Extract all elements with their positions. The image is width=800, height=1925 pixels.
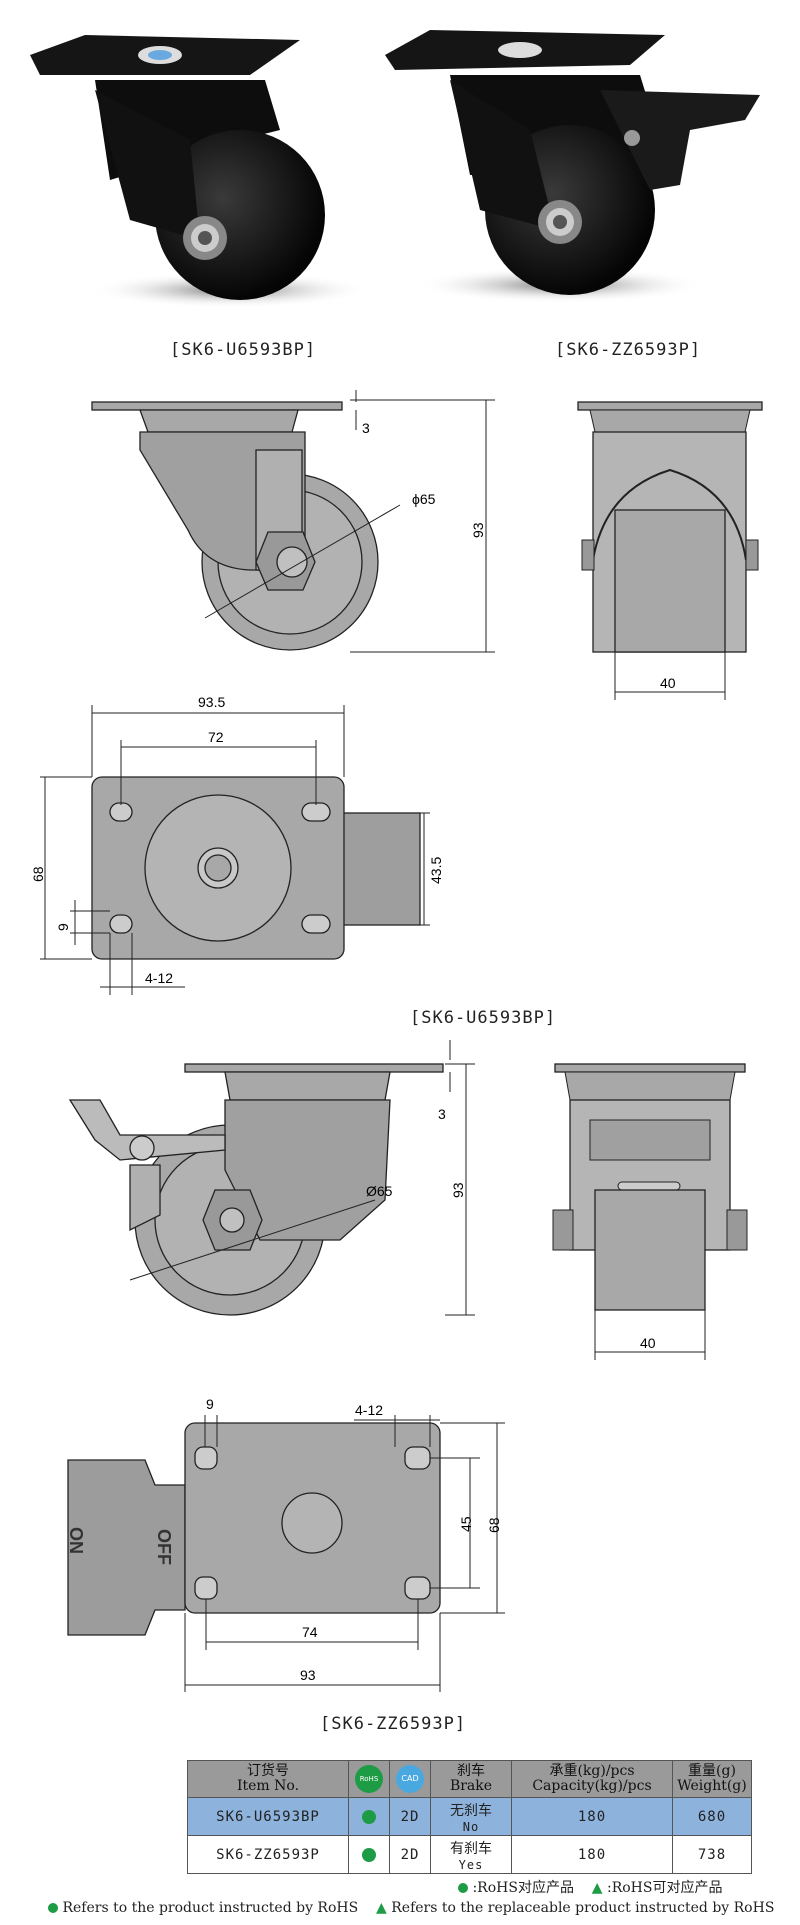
header-capacity: 承重(kg)/pcs Capacity(kg)/pcs bbox=[511, 1760, 673, 1798]
cell-brake-cn: 有刹车 bbox=[450, 1840, 492, 1857]
header-weight-en: Weight(g) bbox=[677, 1778, 747, 1794]
caster-photo-brake bbox=[385, 30, 760, 303]
cell-capacity: 180 bbox=[511, 1835, 673, 1874]
header-weight: 重量(g) Weight(g) bbox=[672, 1760, 752, 1798]
cell-brake: 有刹车 Yes bbox=[430, 1835, 512, 1874]
cad-icon: CAD bbox=[396, 1765, 424, 1793]
cell-brake: 无刹车 No bbox=[430, 1797, 512, 1836]
dim-hole-spacing-x-2: 74 bbox=[302, 1624, 318, 1640]
legend-replace-en: Refers to the replaceable product instru… bbox=[391, 1900, 775, 1916]
header-rohs: RoHS bbox=[348, 1760, 390, 1798]
cell-weight: 680 bbox=[672, 1797, 752, 1836]
table-header: 订货号 Item No. RoHS CAD 刹车 Brake 承重(kg)/pc… bbox=[187, 1760, 752, 1798]
front-wheel bbox=[614, 509, 726, 653]
header-cad: CAD bbox=[389, 1760, 431, 1798]
legend-rohs-en: Refers to the product instructed by RoHS bbox=[62, 1900, 359, 1916]
dim-plate-length-2: 93 bbox=[300, 1667, 316, 1683]
dim-hole-offset: 9 bbox=[55, 923, 71, 931]
brake-pedal bbox=[67, 1459, 186, 1636]
drawing-brake-top-view: OFF ON 9 4-12 45 68 74 93 bbox=[66, 1396, 505, 1692]
spec-table: 订货号 Item No. RoHS CAD 刹车 Brake 承重(kg)/pc… bbox=[187, 1760, 752, 1874]
cell-rohs bbox=[348, 1797, 390, 1836]
dim-height: 93 bbox=[470, 522, 486, 538]
legend-replace-cn: :RoHS可对应产品 bbox=[607, 1880, 723, 1896]
cell-rohs bbox=[348, 1835, 390, 1874]
cell-cad: 2D bbox=[389, 1835, 431, 1874]
top-plate bbox=[91, 401, 343, 411]
header-cap-en: Capacity(kg)/pcs bbox=[532, 1778, 652, 1794]
dim-hole-spacing-y-2: 45 bbox=[458, 1516, 474, 1532]
header-weight-cn: 重量(g) bbox=[688, 1763, 736, 1779]
front-wheel-brake bbox=[594, 1189, 706, 1311]
rohs-dot-icon bbox=[362, 1847, 376, 1862]
dim-wheel-width: 40 bbox=[660, 675, 676, 691]
dim-wheel-width-2: 40 bbox=[640, 1335, 656, 1351]
drawing-fixed-side-views: 3 ϕ65 93 40 bbox=[91, 390, 763, 700]
legend-rohs-cn: :RoHS对应产品 bbox=[472, 1880, 574, 1896]
legend-cn: :RoHS对应产品 ▲ :RoHS可对应产品 bbox=[458, 1877, 723, 1897]
dim-plate-thickness: 3 bbox=[362, 420, 370, 436]
header-brake: 刹车 Brake bbox=[430, 1760, 512, 1798]
rohs-icon: RoHS bbox=[355, 1765, 383, 1793]
caster-photo-fixed bbox=[30, 35, 370, 308]
cell-brake-cn: 无刹车 bbox=[450, 1802, 492, 1819]
header-cap-cn: 承重(kg)/pcs bbox=[549, 1763, 635, 1779]
dim-height-2: 93 bbox=[450, 1182, 466, 1198]
dim-hole-spacing-x: 72 bbox=[208, 729, 224, 745]
rohs-dot-icon bbox=[362, 1809, 376, 1824]
photo-caption-right: [SK6-ZZ6593P] bbox=[555, 340, 702, 360]
cell-item: SK6-ZZ6593P bbox=[187, 1835, 349, 1874]
header-brake-en: Brake bbox=[449, 1778, 493, 1794]
table-row: SK6-U6593BP 2D 无刹车 No 180 680 bbox=[187, 1797, 752, 1836]
rohs-triangle-icon: ▲ bbox=[591, 1880, 603, 1896]
rohs-triangle-icon: ▲ bbox=[376, 1900, 387, 1916]
cell-weight: 738 bbox=[672, 1835, 752, 1874]
header-brake-cn: 刹车 bbox=[457, 1763, 485, 1779]
cell-cad: 2D bbox=[389, 1797, 431, 1836]
dim-wheel-dia: ϕ65 bbox=[412, 491, 436, 507]
dim-slot-size-2: 4-12 bbox=[355, 1402, 383, 1418]
dim-plate-length: 93.5 bbox=[198, 695, 225, 710]
photo-caption-left: [SK6-U6593BP] bbox=[170, 340, 317, 360]
drawing1-caption: [SK6-U6593BP] bbox=[410, 1008, 557, 1028]
dim-hole-offset-2: 9 bbox=[206, 1396, 214, 1412]
cell-item: SK6-U6593BP bbox=[187, 1797, 349, 1836]
product-photos bbox=[30, 30, 760, 308]
cell-capacity: 180 bbox=[511, 1797, 673, 1836]
dim-plate-width-2: 68 bbox=[486, 1517, 502, 1533]
drawing-fixed-top-view: 93.5 72 68 43.5 9 4-12 bbox=[30, 695, 444, 995]
dim-hole-spacing-y: 43.5 bbox=[428, 857, 444, 884]
header-item-cn: 订货号 bbox=[247, 1763, 289, 1779]
cell-brake-en: No bbox=[462, 1819, 480, 1834]
dim-slot-size: 4-12 bbox=[145, 970, 173, 986]
rohs-dot-icon bbox=[458, 1883, 468, 1893]
brake-on-label: ON bbox=[66, 1527, 86, 1554]
cell-brake-en: Yes bbox=[458, 1857, 484, 1872]
header-item: 订货号 Item No. bbox=[187, 1760, 349, 1798]
dim-plate-width: 68 bbox=[30, 866, 46, 882]
drawing2-caption: [SK6-ZZ6593P] bbox=[320, 1714, 467, 1734]
header-item-en: Item No. bbox=[236, 1778, 300, 1794]
legend-en: Refers to the product instructed by RoHS… bbox=[48, 1900, 774, 1916]
dim-plate-thickness-2: 3 bbox=[438, 1106, 446, 1122]
drawing-brake-side-views: 3 Ø65 93 40 bbox=[68, 1040, 748, 1360]
table-row: SK6-ZZ6593P 2D 有刹车 Yes 180 738 bbox=[187, 1835, 752, 1874]
dim-wheel-dia-2: Ø65 bbox=[366, 1183, 393, 1199]
brake-off-label: OFF bbox=[154, 1529, 174, 1565]
rohs-dot-icon bbox=[48, 1903, 58, 1913]
